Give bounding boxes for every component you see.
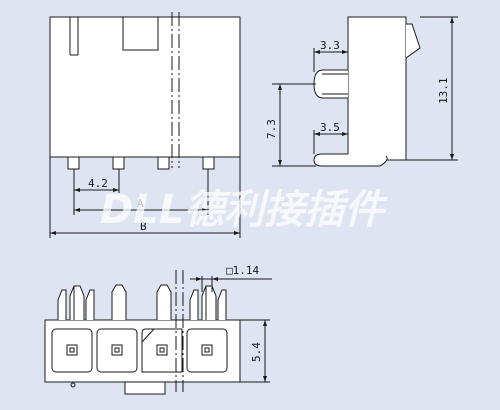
side-arrows xyxy=(278,17,454,166)
terminal-3 xyxy=(156,344,168,356)
cavity-4 xyxy=(186,328,228,373)
dim-a-label: A xyxy=(137,197,144,210)
peg-left-b xyxy=(69,285,85,320)
terminal-3-inner xyxy=(159,347,165,353)
peg-left-a xyxy=(57,289,67,320)
bottom-arrows xyxy=(196,277,267,382)
peg-right-b xyxy=(201,285,217,320)
dim-top-offset-label: 3.3 xyxy=(320,39,340,52)
terminal-4 xyxy=(201,344,213,356)
dim-total-height-label: 13.1 xyxy=(437,78,450,105)
dim-body-height-label: 5.4 xyxy=(250,342,263,362)
terminal-2-inner xyxy=(114,347,120,353)
front-housing xyxy=(49,16,241,158)
peg-right-c xyxy=(217,289,227,320)
pin-2-top xyxy=(111,284,127,320)
front-pin-3 xyxy=(157,156,170,170)
terminal-1-inner xyxy=(69,347,75,353)
side-view xyxy=(272,16,458,167)
terminal-1 xyxy=(66,344,78,356)
terminal-4-inner xyxy=(204,347,210,353)
peg-left-c xyxy=(85,289,95,320)
side-housing xyxy=(347,16,407,161)
pin-3-top xyxy=(156,284,172,320)
front-pin-1 xyxy=(67,156,80,170)
front-arrows xyxy=(50,188,240,235)
dim-b-label: B xyxy=(140,220,147,233)
dim-pin-offset-label: 3.5 xyxy=(320,121,340,134)
terminal-2 xyxy=(111,344,123,356)
front-view xyxy=(49,12,241,238)
cavity-3 xyxy=(141,328,183,373)
cavity-2 xyxy=(96,328,138,373)
bottom-tab xyxy=(124,381,166,395)
cavity-1 xyxy=(51,328,93,373)
bottom-polarity-mark xyxy=(70,382,76,388)
dim-pin-height-label: 7.3 xyxy=(265,119,278,139)
peg-right-a xyxy=(189,289,199,320)
bottom-view xyxy=(44,270,272,395)
front-pin-4 xyxy=(202,156,215,170)
dim-pitch-label: 4.2 xyxy=(88,177,108,190)
front-pin-2 xyxy=(112,156,125,170)
watermark-text: DLL德利接插件 xyxy=(100,187,388,233)
front-latch-slot xyxy=(122,16,159,51)
side-lower-pin xyxy=(313,153,388,167)
dim-pin-size-label: □1.14 xyxy=(226,264,259,277)
side-latch xyxy=(405,23,421,59)
